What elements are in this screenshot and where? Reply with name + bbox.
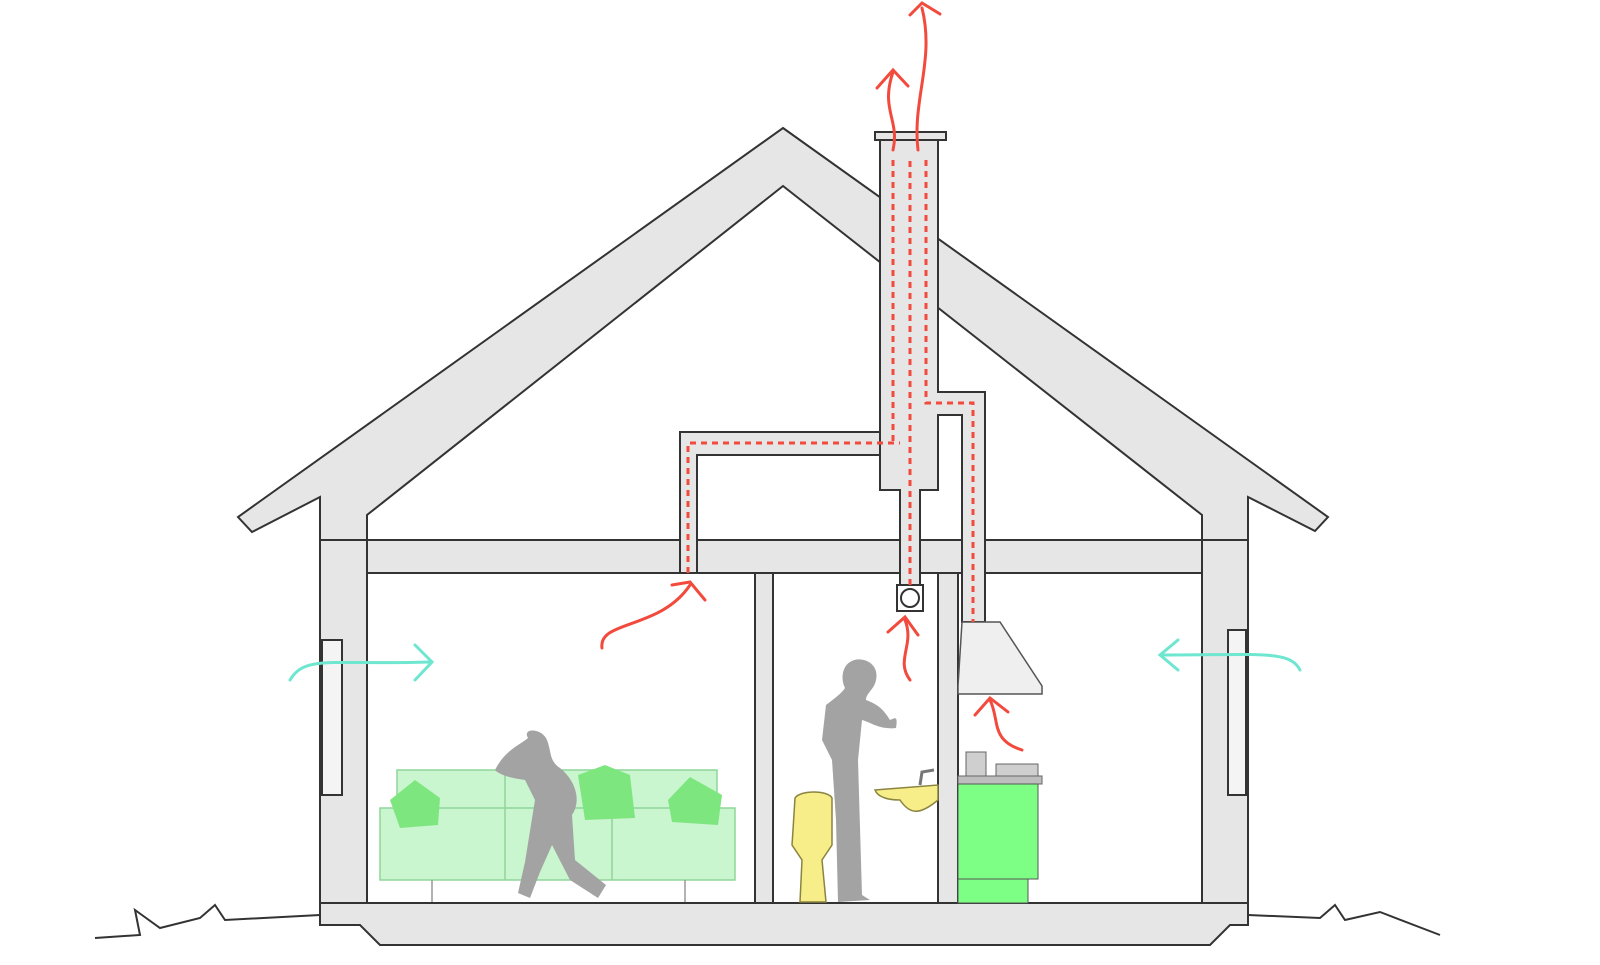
chimney — [879, 139, 986, 623]
window-left — [321, 639, 343, 796]
exhaust-arrow-icon — [886, 614, 920, 682]
chimney-cap — [874, 131, 947, 141]
floor-slab — [319, 902, 1249, 946]
exhaust-arrow-icon — [973, 695, 1024, 752]
roof — [236, 126, 1330, 541]
fresh-air-arrow-icon — [288, 643, 435, 682]
exhaust-arrow-icon — [908, 1, 942, 152]
exhaust-arrow-icon — [600, 580, 707, 650]
interior-wall — [937, 572, 959, 904]
fan-icon — [896, 584, 924, 612]
stove-icon — [957, 751, 1043, 904]
exhaust-arrow-icon — [875, 67, 910, 152]
ceiling-beam — [366, 539, 1203, 574]
cushion-icons — [390, 765, 722, 828]
faucet-icon — [918, 768, 935, 786]
interior-wall — [754, 572, 774, 904]
window-right — [1227, 629, 1247, 796]
sink-icon — [873, 784, 939, 812]
exhaust-path — [924, 160, 975, 622]
person-icon — [822, 659, 897, 902]
person-icon — [495, 730, 606, 898]
range-hood-icon — [957, 621, 1043, 695]
fresh-air-arrow-icon — [1157, 638, 1302, 672]
ground-line — [94, 903, 1441, 939]
toilet-icon — [791, 791, 833, 903]
